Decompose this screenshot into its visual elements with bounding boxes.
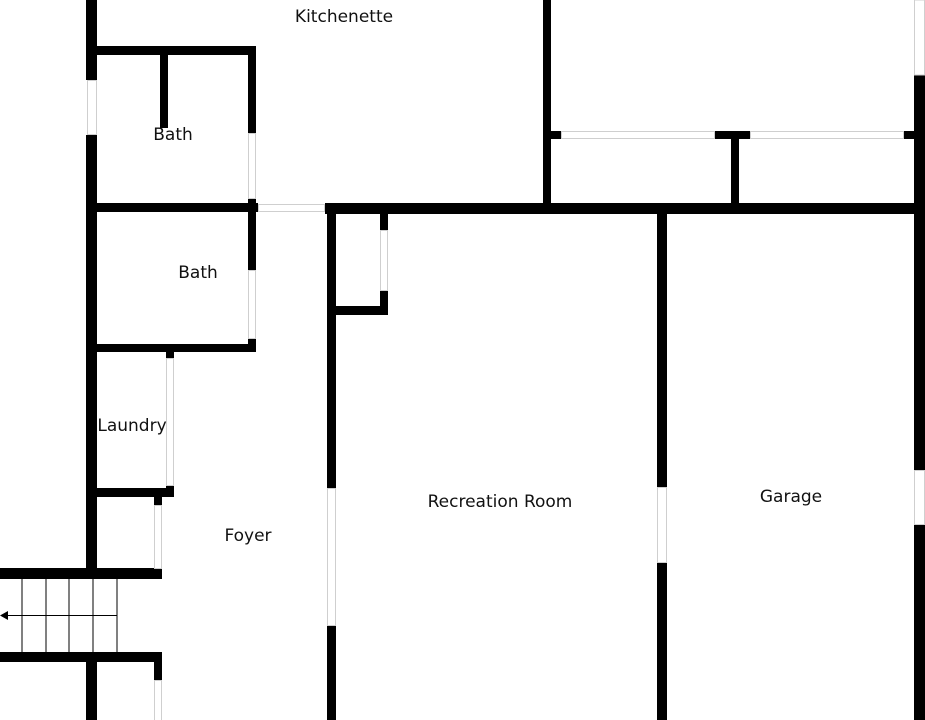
room-label-bath-upper: Bath	[153, 125, 193, 145]
opening	[248, 270, 256, 339]
wall	[715, 131, 750, 139]
window	[87, 80, 97, 135]
opening	[166, 358, 174, 486]
stairs	[6, 579, 118, 652]
wall	[97, 488, 174, 497]
wall	[86, 0, 97, 80]
wall	[86, 135, 97, 575]
wall	[904, 131, 916, 139]
wall	[325, 203, 920, 214]
wall	[380, 212, 388, 230]
wall	[154, 497, 162, 505]
wall	[0, 568, 162, 579]
window	[914, 0, 925, 76]
room-label-kitchenette: Kitchenette	[294, 7, 394, 27]
wall	[154, 652, 162, 680]
opening	[248, 133, 256, 199]
arrow-head-icon	[0, 611, 8, 620]
wall	[86, 655, 97, 720]
wall	[97, 344, 256, 352]
window	[750, 131, 904, 139]
opening	[380, 230, 388, 291]
wall	[657, 212, 667, 487]
room-label-bath-lower: Bath	[178, 263, 218, 283]
wall	[327, 625, 336, 720]
wall	[248, 212, 256, 270]
wall	[97, 46, 256, 55]
room-label-laundry: Laundry	[97, 416, 167, 436]
wall	[0, 652, 162, 662]
wall	[166, 352, 174, 358]
wall	[97, 203, 258, 212]
opening	[258, 204, 325, 212]
room-label-foyer: Foyer	[224, 526, 272, 546]
window	[561, 131, 715, 139]
wall	[327, 203, 336, 488]
opening	[154, 680, 162, 720]
wall	[914, 75, 925, 470]
room-label-garage: Garage	[759, 487, 823, 507]
wall	[657, 563, 667, 720]
wall	[248, 46, 256, 133]
opening	[657, 487, 667, 563]
wall	[543, 0, 551, 212]
window	[914, 470, 925, 525]
wall	[336, 306, 388, 315]
opening	[154, 505, 162, 569]
wall	[914, 525, 925, 720]
wall	[551, 131, 561, 139]
opening	[327, 488, 336, 626]
wall	[731, 139, 739, 205]
wall	[160, 55, 168, 128]
windows-and-openings	[87, 0, 925, 720]
room-label-recreation-room: Recreation Room	[427, 492, 573, 512]
wall	[380, 290, 388, 315]
